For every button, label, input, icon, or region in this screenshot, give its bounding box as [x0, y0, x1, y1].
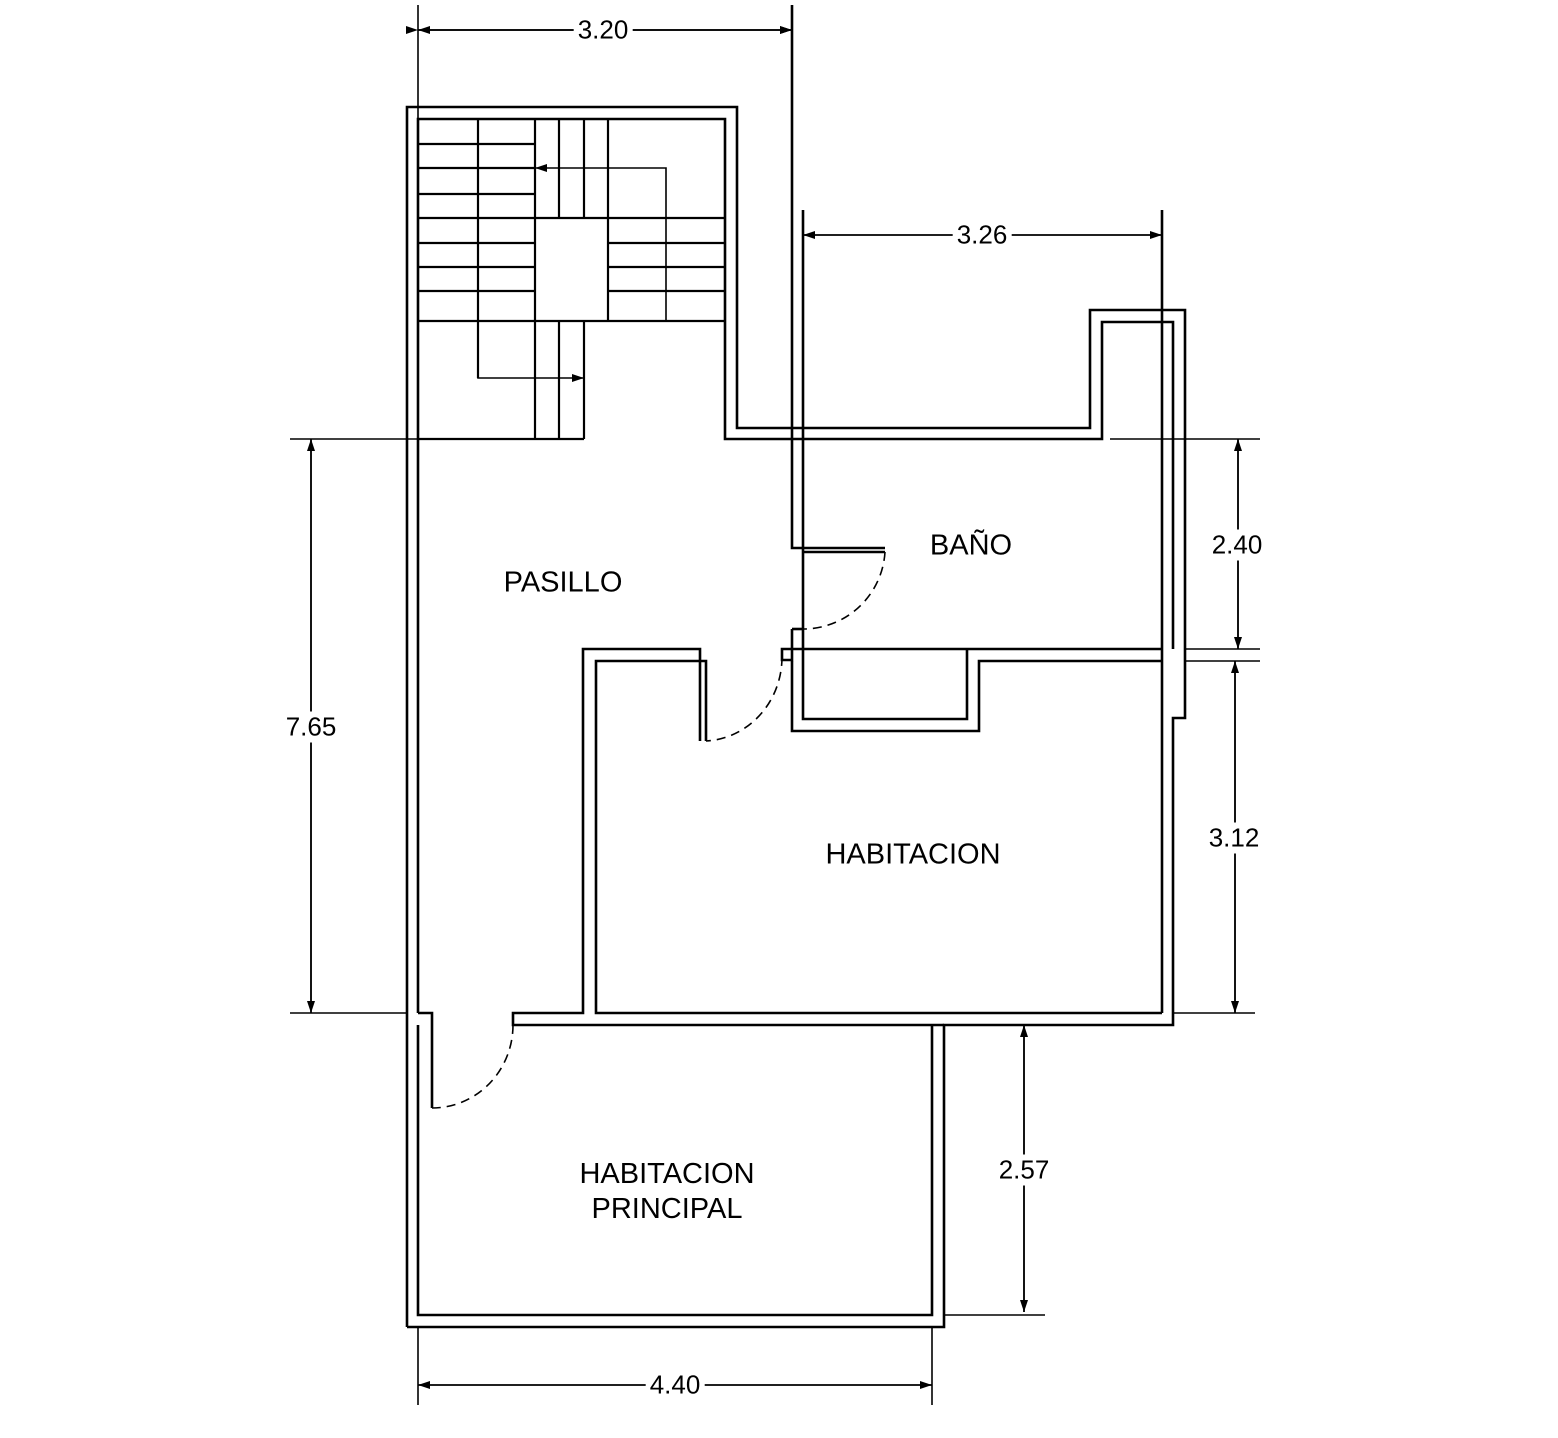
dimension-pasillo-height: 7.65 — [281, 711, 341, 743]
staircase — [418, 119, 725, 441]
dimension-principal-width: 4.40 — [645, 1369, 705, 1401]
dimension-principal-height: 2.57 — [994, 1154, 1054, 1186]
room-label-bano: BAÑO — [929, 529, 1013, 562]
stair-arrow-up — [477, 321, 584, 382]
dimension-lines — [307, 26, 1242, 1389]
room-label-line1: HABITACION — [579, 1158, 755, 1191]
dimension-bano-width: 3.26 — [952, 219, 1012, 251]
room-label-habitacion-principal: HABITACION PRINCIPAL — [579, 1157, 754, 1227]
walls — [290, 5, 1260, 1405]
room-label-habitacion: HABITACION — [825, 838, 1001, 871]
stair-arrow-down — [535, 164, 667, 321]
dimension-top-stair-width: 3.20 — [573, 14, 633, 46]
room-label-pasillo: PASILLO — [503, 566, 623, 599]
dimension-bano-height: 2.40 — [1207, 529, 1267, 561]
dimension-habitacion-height: 3.12 — [1204, 822, 1264, 854]
door-swings — [431, 551, 886, 1109]
room-label-line2: PRINCIPAL — [591, 1193, 743, 1225]
